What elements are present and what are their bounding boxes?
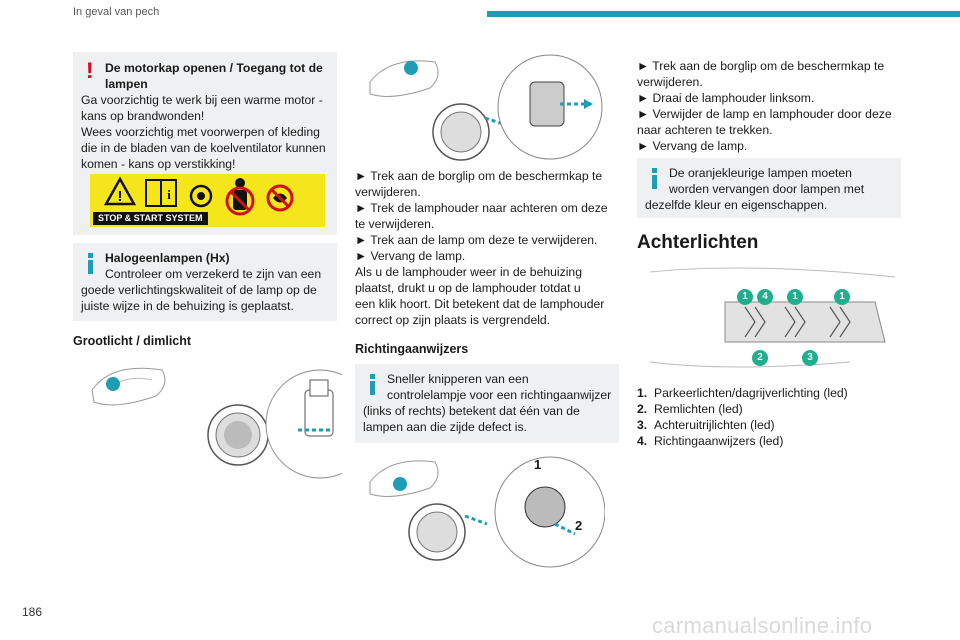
sticker-label: STOP & START SYSTEM [93, 212, 208, 225]
info-line: worden vervangen door lampen met [669, 182, 865, 196]
diagram-label: 2 [757, 352, 763, 363]
step-line: verwijderen. [355, 185, 421, 199]
step-line: ► Trek aan de borglip om de beschermkap … [637, 59, 885, 73]
info-icon [652, 168, 657, 189]
info-line: (links of rechts) betekent dat één van d… [363, 404, 580, 418]
diagram-label: 4 [762, 291, 768, 302]
step-line: Als u de lamphouder weer in de behuizing [355, 265, 582, 279]
warning-box: ! De motorkap openen / Toegang tot de la… [73, 52, 337, 235]
legend-item: 3.Achteruitrijlichten (led) [637, 418, 775, 432]
step-line: ► Vervang de lamp. [355, 249, 466, 263]
warning-line: die in de bladen van de koelventilator k… [81, 141, 326, 155]
page-number: 186 [22, 605, 43, 619]
info-icon [370, 374, 375, 395]
svg-text:i: i [167, 187, 171, 202]
warning-line: Ga voorzichtig te werk bij een warme mot… [81, 93, 323, 107]
warning-line: kans op brandwonden! [81, 109, 205, 123]
step-line: ► Trek de lamphouder naar achteren om de… [355, 201, 608, 215]
headlamp-illustration [91, 367, 342, 479]
headlamp-cover-illustration [369, 54, 603, 161]
bulb-info-box: De oranjekleurige lampen moeten worden v… [637, 158, 901, 218]
info-icon [88, 253, 93, 274]
halogen-line: juiste wijze in de behuizing is geplaats… [81, 299, 294, 313]
info-line: lampen aan die zijde defect is. [363, 420, 527, 434]
warning-icon: ! [86, 58, 94, 83]
info-line: controlelampje voor een richtingaanwijze… [387, 388, 612, 402]
callout-2: 2 [575, 518, 583, 533]
indicator-info-box: Sneller knipperen van een controlelampje… [355, 364, 619, 443]
step-line: plaatst, drukt u op de lamphouder totdat… [355, 281, 581, 295]
rear-light-illustration [649, 267, 896, 368]
halogen-info-box: Halogeenlampen (Hx) Controleer om verzek… [73, 243, 337, 321]
step-line: ► Trek aan de lamp om deze te verwijdere… [355, 233, 598, 247]
section-title-rear-lights: Achterlichten [637, 232, 759, 253]
step-line: te verwijderen. [355, 217, 435, 231]
indicator-illustration [369, 456, 605, 568]
warning-line: komen - kans op verstikking! [81, 157, 236, 171]
callout-1: 1 [534, 457, 542, 472]
halogen-line: goede verlichtingskwaliteit of de lamp o… [81, 283, 317, 297]
section-title-indicators: Richtingaanwijzers [355, 342, 469, 356]
diagram-label: 3 [807, 352, 813, 363]
section-title-headlamp: Grootlicht / dimlicht [73, 334, 192, 348]
stop-start-sticker: ! i STOP & START SYSTEM [90, 174, 325, 227]
step-line: ► Verwijder de lamp en lamphouder door d… [637, 107, 892, 121]
step-line: ► Trek aan de borglip om de beschermkap … [355, 169, 603, 183]
sticker-symbols: ! i [103, 176, 294, 216]
step-line: ► Vervang de lamp. [637, 139, 748, 153]
warning-title: De motorkap openen / Toegang tot de lamp… [105, 61, 323, 91]
header-accent-bar [487, 11, 960, 17]
info-line: Sneller knipperen van een [387, 372, 529, 386]
step-line: naar achteren te trekken. [637, 123, 773, 137]
legend-item: 4.Richtingaanwijzers (led) [637, 434, 784, 448]
halogen-title: Halogeenlampen (Hx) [105, 251, 230, 265]
step-line: verwijderen. [637, 75, 703, 89]
svg-text:!: ! [118, 188, 123, 205]
diagram-label: 1 [742, 291, 748, 302]
step-line: een klik hoort. Dit betekent dat de lamp… [355, 297, 605, 311]
rear-light-legend: 1.Parkeerlichten/dagrijverlichting (led)… [637, 385, 899, 449]
info-line: De oranjekleurige lampen moeten [669, 166, 852, 180]
step-line: correct op zijn plaats is vergrendeld. [355, 313, 551, 327]
step-line: ► Draai de lamphouder linksom. [637, 91, 815, 105]
diagram-label: 1 [839, 291, 845, 302]
legend-item: 1.Parkeerlichten/dagrijverlichting (led) [637, 386, 848, 400]
halogen-line: Controleer om verzekerd te zijn van een [105, 267, 322, 281]
diagram-label: 1 [792, 291, 798, 302]
warning-line: Wees voorzichtig met voorwerpen of kledi… [81, 125, 320, 139]
watermark: carmanualsonline.info [652, 613, 873, 638]
info-line: dezelfde kleur en eigenschappen. [645, 198, 828, 212]
legend-item: 2.Remlichten (led) [637, 402, 743, 416]
running-header: In geval van pech [73, 6, 160, 18]
